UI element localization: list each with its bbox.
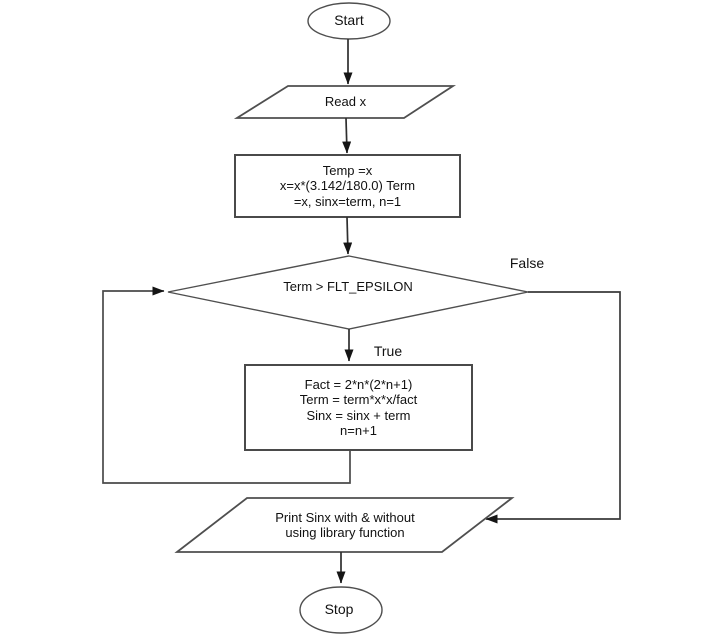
flow-arrow-init-to-decision [343, 216, 353, 255]
flow-arrow-read-to-init [342, 117, 352, 154]
stop-terminator-shape [299, 586, 383, 634]
init-process-shape [234, 154, 461, 218]
read-io-shape [233, 85, 457, 119]
start-terminator-shape [307, 2, 391, 40]
decision-shape [167, 255, 529, 330]
loop-back-arrow [102, 286, 351, 484]
loop-body-process-shape [244, 364, 473, 451]
print-io-shape [174, 497, 515, 553]
false-branch-arrow [485, 291, 621, 524]
